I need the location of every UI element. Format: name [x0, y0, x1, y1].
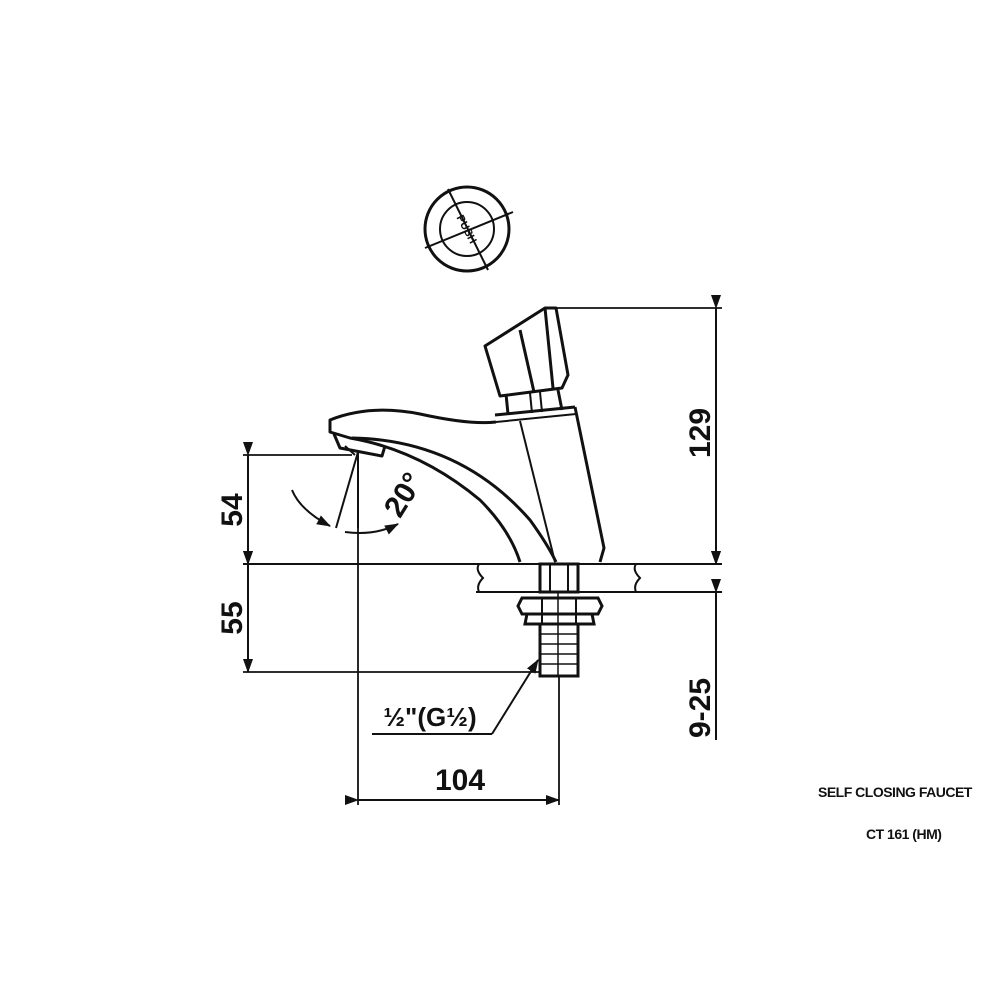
drawing-title: SELF CLOSING FAUCET [818, 784, 972, 800]
push-label: PUSH [454, 213, 479, 246]
extension-lines [243, 307, 722, 805]
spray-angle-indicator [291, 451, 399, 535]
dim-spout-reach: 104 [435, 764, 485, 797]
faucet-body [328, 306, 606, 563]
dim-below-deck: 55 [216, 601, 249, 634]
dim-total-height: 129 [684, 408, 717, 458]
push-button-top-view: PUSH [423, 185, 514, 273]
mounting-nut-and-tailpiece [516, 562, 604, 678]
model-number: CT 161 (HM) [866, 826, 942, 842]
dim-deck-thickness: 9-25 [684, 678, 717, 738]
dim-spout-height: 54 [216, 493, 249, 527]
thread-size-label: ½"(G½) [383, 702, 476, 732]
deck [243, 563, 722, 593]
dimension-lines [243, 295, 721, 805]
angle-label: 20° [378, 467, 430, 523]
